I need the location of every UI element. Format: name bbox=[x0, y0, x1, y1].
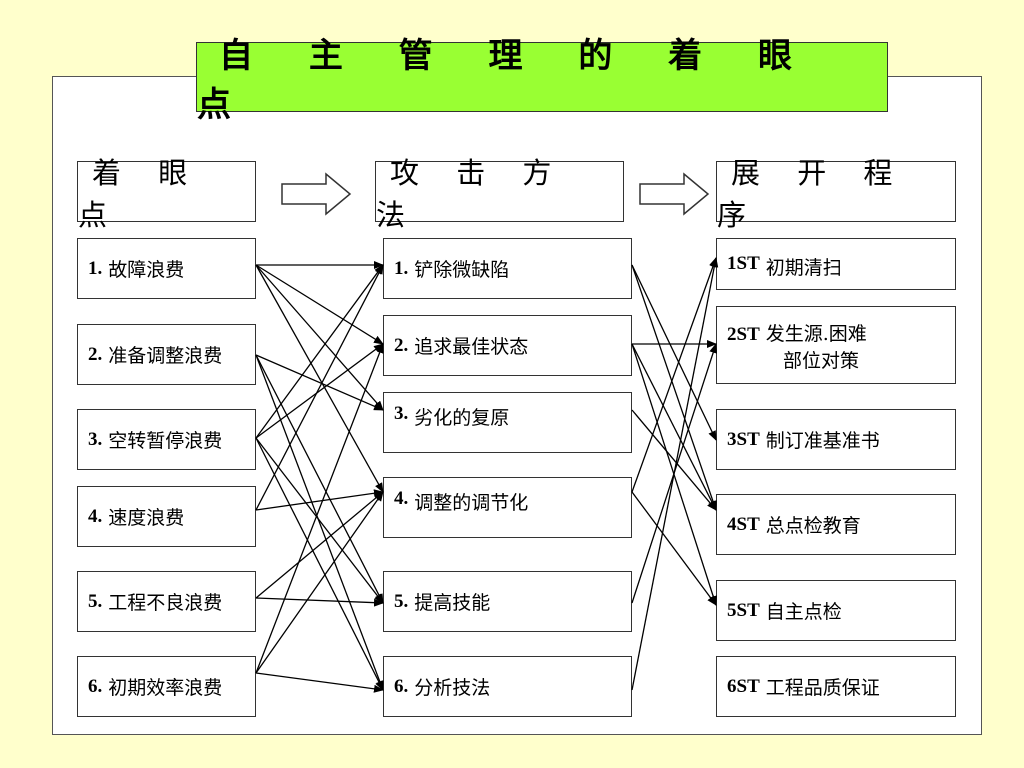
connector-focus-2-method-6 bbox=[255, 354, 384, 691]
focus-point-label: 故障浪费 bbox=[108, 259, 185, 281]
method-3: 3.劣化的复原 bbox=[383, 392, 632, 453]
step-label: 发生源.困难 bbox=[765, 323, 867, 345]
step-label: 制订准基准书 bbox=[765, 430, 880, 452]
connector-method-1-step-4 bbox=[631, 264, 717, 511]
focus-point-1: 1.故障浪费 bbox=[77, 238, 256, 299]
method-number: 1. bbox=[394, 257, 409, 279]
connector-method-3-step-4 bbox=[631, 409, 717, 511]
step-label: 总点检教育 bbox=[765, 515, 861, 537]
step-number: 5ST bbox=[727, 599, 760, 621]
header-attack-methods: 攻 击 方 法 bbox=[375, 156, 624, 232]
focus-point-label: 准备调整浪费 bbox=[108, 345, 223, 367]
focus-point-number: 4. bbox=[88, 505, 103, 527]
connector-focus-2-method-3 bbox=[255, 354, 384, 411]
connector-method-1-step-3 bbox=[631, 264, 717, 441]
method-5: 5.提高技能 bbox=[383, 571, 632, 632]
focus-point-label: 初期效率浪费 bbox=[108, 677, 223, 699]
connector-focus-6-method-4 bbox=[255, 491, 384, 674]
step-label: 工程品质保证 bbox=[765, 677, 880, 699]
connector-focus-2-method-5 bbox=[255, 354, 384, 604]
step-number: 4ST bbox=[727, 513, 760, 535]
flow-arrow-1 bbox=[281, 172, 352, 216]
connector-focus-6-method-6 bbox=[255, 672, 384, 693]
method-label: 调整的调节化 bbox=[414, 492, 529, 514]
step-number: 1ST bbox=[727, 253, 760, 274]
header-procedure: 展 开 程 序 bbox=[716, 156, 956, 232]
focus-point-6: 6.初期效率浪费 bbox=[77, 656, 256, 717]
connector-focus-4-method-4 bbox=[255, 489, 384, 511]
step-number: 6ST bbox=[727, 675, 760, 697]
focus-point-number: 6. bbox=[88, 675, 103, 697]
connector-focus-6-method-2 bbox=[255, 343, 384, 674]
method-number: 5. bbox=[394, 590, 409, 612]
connector-focus-5-method-4 bbox=[255, 491, 384, 599]
method-label: 劣化的复原 bbox=[414, 407, 510, 429]
connector-method-6-step-1 bbox=[631, 257, 719, 691]
method-label: 追求最佳状态 bbox=[414, 336, 529, 358]
connector-focus-4-method-1 bbox=[255, 264, 384, 511]
focus-point-number: 2. bbox=[88, 343, 103, 365]
flow-arrow-2 bbox=[639, 172, 710, 216]
connector-focus-3-method-1 bbox=[255, 264, 384, 439]
connector-focus-1-method-4 bbox=[255, 264, 384, 493]
connector-focus-3-method-2 bbox=[255, 343, 384, 439]
focus-point-label: 速度浪费 bbox=[108, 507, 185, 529]
focus-point-3: 3.空转暂停浪费 bbox=[77, 409, 256, 470]
connector-focus-5-method-5 bbox=[255, 597, 384, 607]
method-number: 4. bbox=[394, 488, 409, 509]
connector-focus-1-method-2 bbox=[255, 264, 384, 345]
step-number: 2ST bbox=[727, 324, 760, 345]
method-label: 提高技能 bbox=[414, 592, 491, 614]
method-2: 2.追求最佳状态 bbox=[383, 315, 632, 376]
method-number: 2. bbox=[394, 334, 409, 356]
connector-method-2-step-4 bbox=[631, 343, 717, 511]
focus-point-5: 5.工程不良浪费 bbox=[77, 571, 256, 632]
step-label: 初期清扫 bbox=[765, 257, 842, 279]
method-1: 1.铲除微缺陷 bbox=[383, 238, 632, 299]
method-label: 铲除微缺陷 bbox=[414, 259, 510, 281]
focus-point-number: 3. bbox=[88, 428, 103, 450]
connector-method-4-step-5 bbox=[631, 491, 717, 606]
focus-point-2: 2.准备调整浪费 bbox=[77, 324, 256, 385]
connector-method-4-step-1 bbox=[631, 257, 717, 493]
focus-point-number: 1. bbox=[88, 257, 103, 279]
connector-focus-3-method-6 bbox=[255, 437, 384, 691]
step-label: 自主点检 bbox=[765, 601, 842, 623]
focus-point-label: 空转暂停浪费 bbox=[108, 430, 223, 452]
step-label-line2: 部位对策 bbox=[783, 350, 860, 372]
method-number: 6. bbox=[394, 675, 409, 697]
connector-focus-3-method-5 bbox=[255, 437, 384, 604]
focus-point-number: 5. bbox=[88, 590, 103, 612]
method-6: 6.分析技法 bbox=[383, 656, 632, 717]
method-number: 3. bbox=[394, 403, 409, 424]
focus-point-label: 工程不良浪费 bbox=[108, 592, 223, 614]
focus-point-4: 4.速度浪费 bbox=[77, 486, 256, 547]
connector-focus-1-method-3 bbox=[255, 264, 384, 411]
step-number: 3ST bbox=[727, 428, 760, 450]
method-label: 分析技法 bbox=[414, 677, 491, 699]
method-4: 4.调整的调节化 bbox=[383, 477, 632, 538]
